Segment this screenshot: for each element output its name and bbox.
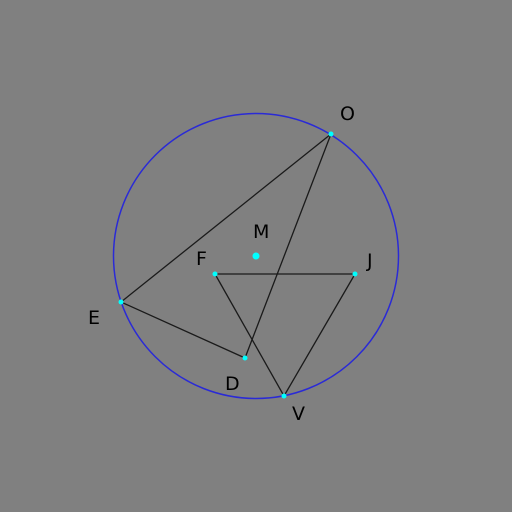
label-point-d: D xyxy=(225,373,240,395)
point-m xyxy=(252,252,260,260)
point-e xyxy=(118,299,124,305)
segment-oe xyxy=(120,133,332,303)
label-point-e: E xyxy=(88,307,100,329)
segments-group xyxy=(120,133,356,397)
circle-centered-m xyxy=(112,112,400,400)
point-j xyxy=(352,271,358,277)
segment-vf xyxy=(214,273,285,397)
segment-ed xyxy=(120,301,246,359)
point-o xyxy=(328,131,334,137)
label-point-j: J xyxy=(366,250,373,272)
segment-do xyxy=(244,133,332,359)
point-d xyxy=(242,355,248,361)
points-group xyxy=(118,131,358,399)
label-point-m: M xyxy=(253,221,269,243)
point-f xyxy=(212,271,218,277)
segment-jv xyxy=(283,273,356,397)
label-point-v: V xyxy=(292,403,305,425)
label-point-f: F xyxy=(196,248,207,270)
label-point-o: O xyxy=(340,103,355,125)
point-v xyxy=(281,393,287,399)
